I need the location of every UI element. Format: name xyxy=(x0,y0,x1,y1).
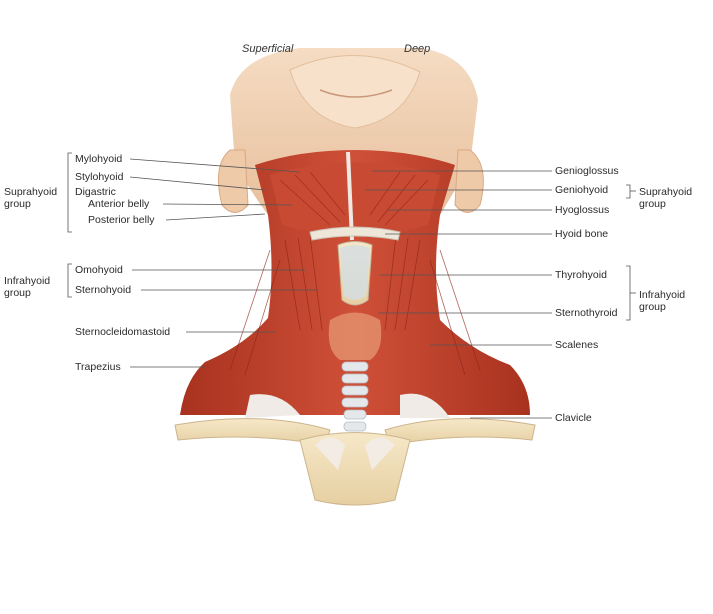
thyroid-gland xyxy=(328,312,382,360)
label-mylohyoid: Mylohyoid xyxy=(75,153,123,165)
group-suprahyoid-right: Suprahyoid group xyxy=(639,186,693,210)
sternum-manubrium xyxy=(299,432,411,506)
heading-superficial: Superficial xyxy=(242,43,294,55)
label-geniohyoid: Geniohyoid xyxy=(555,184,609,196)
chin-crease xyxy=(319,89,393,98)
left-ear xyxy=(217,149,249,213)
label-digastric: Digastric xyxy=(75,186,116,198)
label-scalenes: Scalenes xyxy=(555,339,599,351)
label-hyoid-bone: Hyoid bone xyxy=(555,228,609,240)
label-hyoglossus: Hyoglossus xyxy=(555,204,610,216)
label-omohyoid: Omohyoid xyxy=(75,264,123,276)
right-ear xyxy=(454,149,484,213)
trachea xyxy=(341,361,369,432)
label-anterior-belly: Anterior belly xyxy=(88,198,150,210)
group-infrahyoid-right: Infrahyoid group xyxy=(639,289,686,313)
label-sternocleidomastoid: Sternocleidomastoid xyxy=(75,326,171,338)
group-suprahyoid-left: Suprahyoid group xyxy=(4,186,58,210)
hyoid-bone xyxy=(309,226,401,241)
label-sternothyroid: Sternothyroid xyxy=(555,307,618,319)
label-trapezius: Trapezius xyxy=(75,361,121,373)
label-clavicle: Clavicle xyxy=(555,412,592,424)
label-sternohyoid: Sternohyoid xyxy=(75,284,132,296)
midline-raphe xyxy=(346,151,354,241)
label-posterior-belly: Posterior belly xyxy=(88,214,155,226)
group-infrahyoid-left: Infrahyoid group xyxy=(4,275,51,299)
chin xyxy=(289,55,421,129)
heading-deep: Deep xyxy=(404,43,431,55)
label-stylohyoid: Stylohyoid xyxy=(75,171,124,183)
label-thyrohyoid: Thyrohyoid xyxy=(555,269,607,281)
label-genioglossus: Genioglossus xyxy=(555,165,619,177)
suprahyoid-region xyxy=(270,162,440,235)
